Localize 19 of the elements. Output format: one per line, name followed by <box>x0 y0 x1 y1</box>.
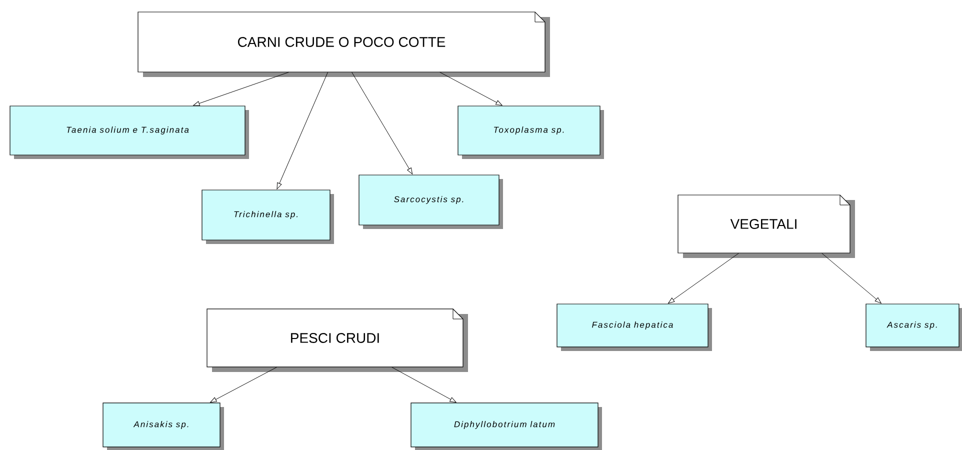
parasite-box: Ascaris sp. <box>866 304 962 351</box>
arrow <box>210 366 278 403</box>
arrow <box>276 72 328 190</box>
arrow <box>352 72 413 174</box>
note-box: VEGETALI <box>678 194 855 258</box>
note-box: PESCI CRUDI <box>206 308 468 372</box>
arrow <box>440 72 502 106</box>
arrow <box>193 72 290 106</box>
arrow <box>392 366 456 403</box>
note-box: CARNI CRUDE O POCO COTTE <box>138 12 550 77</box>
parasite-box: Taenia solium e T.saginata <box>10 106 249 159</box>
parasite-box: Fasciola hepatica <box>556 304 712 351</box>
arrow <box>822 252 882 304</box>
parasite-box: Toxoplasma sp. <box>458 106 604 159</box>
arrow <box>668 252 740 304</box>
parasite-box: Sarcocystis sp. <box>358 174 503 229</box>
parasite-box: Trichinella sp. <box>202 190 334 244</box>
parasite-box: Anisakis sp. <box>102 402 224 450</box>
parasite-box: Diphyllobotrium latum <box>410 402 602 450</box>
